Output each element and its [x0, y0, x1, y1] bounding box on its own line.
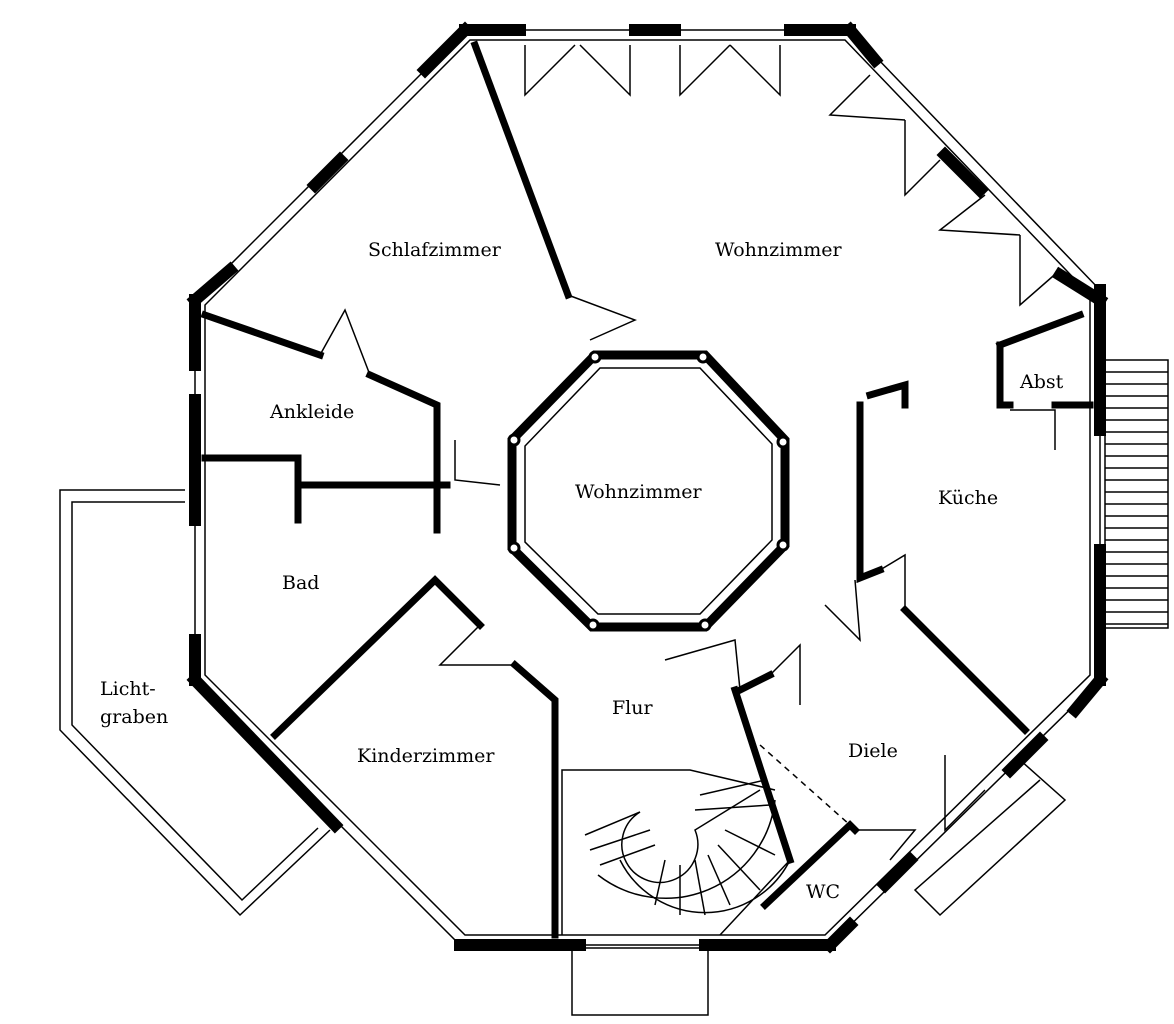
entrance-step [571, 947, 709, 1016]
label-schlafzimmer: Schlafzimmer [368, 239, 502, 261]
central-octagon [507, 350, 790, 632]
interior-walls [200, 40, 1094, 939]
label-flur: Flur [612, 697, 653, 719]
label-lichtgraben-2: graben [100, 706, 168, 728]
door-swings [319, 44, 1061, 861]
outer-walls [186, 21, 1109, 954]
label-ankleide: Ankleide [269, 401, 354, 423]
label-wc: WC [806, 881, 840, 903]
exterior-stairs [1104, 359, 1169, 629]
label-kinderzimmer: Kinderzimmer [357, 745, 495, 767]
spiral-staircase [561, 769, 791, 936]
label-abst: Abst [1019, 371, 1064, 393]
room-labels: Schlafzimmer Wohnzimmer Wohnzimmer Ankle… [100, 239, 1064, 903]
lichtgraben-outline [59, 489, 331, 917]
label-wohnzimmer-top: Wohnzimmer [715, 239, 843, 261]
label-lichtgraben-1: Licht- [100, 678, 156, 700]
label-bad: Bad [282, 572, 319, 594]
label-diele: Diele [848, 740, 898, 762]
label-wohnzimmer-center: Wohnzimmer [575, 481, 703, 503]
label-kueche: Küche [938, 487, 998, 509]
entry-porch [913, 759, 1067, 917]
